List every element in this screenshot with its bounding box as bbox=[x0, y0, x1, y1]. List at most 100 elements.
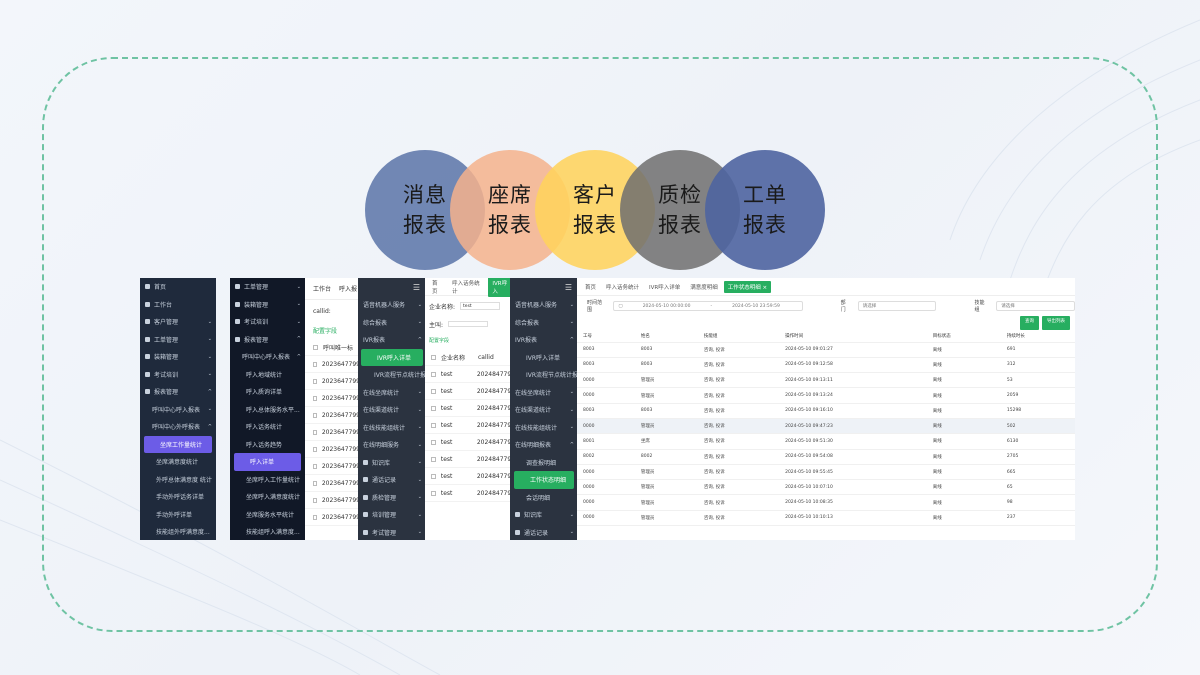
sidebar-item[interactable]: 坐席服务水平统计 bbox=[230, 506, 305, 524]
sidebar-item[interactable]: 呼入质询详单 bbox=[230, 383, 305, 401]
tab-home[interactable]: 首页 bbox=[432, 280, 438, 295]
sidebar-item[interactable]: 手动外呼详单 bbox=[140, 506, 216, 524]
row-checkbox[interactable] bbox=[313, 446, 317, 452]
sidebar-item[interactable]: 坐席满意度统计 bbox=[140, 453, 216, 471]
sidebar-item[interactable]: 装箱管理⌄ bbox=[230, 296, 305, 314]
query-button[interactable]: 查询 bbox=[1020, 316, 1039, 330]
config-fields-link[interactable]: 配置字段 bbox=[429, 338, 450, 344]
sidebar-item[interactable]: 呼入详单 bbox=[234, 453, 301, 471]
sidebar-item[interactable]: IVR呼入详单 bbox=[361, 348, 423, 366]
sidebar-item[interactable]: 技能组外呼满意度... bbox=[140, 523, 216, 540]
tab-ivr-inbound[interactable]: IVR呼入 bbox=[488, 278, 515, 297]
sidebar-item[interactable]: IVR报表^ bbox=[358, 331, 426, 349]
row-checkbox[interactable] bbox=[431, 371, 436, 377]
row-checkbox[interactable] bbox=[313, 497, 317, 503]
sidebar-item[interactable]: 外呼总体满意度 统计 bbox=[140, 471, 216, 489]
sidebar-item[interactable]: 工单管理⌄ bbox=[230, 278, 305, 296]
table-row[interactable]: 2023647799 bbox=[305, 492, 360, 509]
table-row[interactable]: 2023647799 bbox=[305, 407, 360, 424]
row-checkbox[interactable] bbox=[431, 473, 436, 479]
sidebar-item[interactable]: 工单管理⌄ bbox=[140, 331, 216, 349]
row-checkbox[interactable] bbox=[313, 463, 317, 469]
sidebar-item[interactable]: 语音机器人服务⌄ bbox=[510, 296, 578, 314]
export-button[interactable]: 导出列表 bbox=[1042, 316, 1070, 330]
table-row[interactable]: 2023647799 bbox=[305, 458, 360, 475]
row-checkbox[interactable] bbox=[313, 378, 317, 384]
sidebar-item[interactable]: 在线明细报表^ bbox=[510, 436, 578, 454]
sidebar-item[interactable]: IVR流程节点统计报 bbox=[358, 366, 426, 384]
sidebar-item[interactable]: 在线明细服务⌄ bbox=[358, 436, 426, 454]
sidebar-item[interactable]: 在线技能组统计⌄ bbox=[510, 419, 578, 437]
table-row[interactable]: 2023647799 bbox=[305, 390, 360, 407]
sidebar-item[interactable]: 在线渠道统计⌄ bbox=[358, 401, 426, 419]
caller-input[interactable] bbox=[448, 321, 489, 327]
menu-toggle[interactable]: ☰ bbox=[358, 278, 426, 296]
sidebar-item[interactable]: 坐席工作量统计 bbox=[144, 435, 212, 453]
row-checkbox[interactable] bbox=[313, 361, 317, 367]
sidebar-item[interactable]: 在线渠道统计⌄ bbox=[510, 401, 578, 419]
sidebar-item[interactable]: 呼入话务统计 bbox=[230, 418, 305, 436]
sidebar-item[interactable]: 通话记录⌄ bbox=[510, 524, 578, 541]
sidebar-item[interactable]: 技能组呼入满意度... bbox=[230, 523, 305, 540]
sidebar-item[interactable]: IVR报表^ bbox=[510, 331, 578, 349]
hamburger-icon[interactable]: ☰ bbox=[564, 282, 572, 292]
tab-item[interactable]: 首页 bbox=[585, 284, 597, 291]
sidebar-item[interactable]: 综合报表⌄ bbox=[510, 314, 578, 332]
select-all-checkbox[interactable] bbox=[313, 344, 318, 350]
table-row[interactable]: 2023647799 bbox=[305, 373, 360, 390]
row-checkbox[interactable] bbox=[431, 456, 436, 462]
sidebar-item[interactable]: 首页 bbox=[140, 278, 216, 296]
sidebar-item[interactable]: 呼入地域统计 bbox=[230, 366, 305, 384]
table-row[interactable]: 2023647799 bbox=[305, 441, 360, 458]
tab-inbound-report[interactable]: 呼入报 bbox=[339, 286, 358, 293]
sidebar-item[interactable]: 知识库⌄ bbox=[510, 506, 578, 524]
row-checkbox[interactable] bbox=[431, 439, 436, 445]
tab-item[interactable]: 工作状态明细 × bbox=[723, 280, 772, 293]
select-all-checkbox[interactable] bbox=[431, 354, 436, 360]
sidebar-item[interactable]: 呼叫中心呼入报表^ bbox=[230, 348, 305, 366]
row-checkbox[interactable] bbox=[431, 490, 436, 496]
time-range-input[interactable]: ▢ 2024-05-10 00:00:00 - 2024-05-10 23:59… bbox=[613, 301, 803, 311]
sidebar-item[interactable]: 装箱管理⌄ bbox=[140, 348, 216, 366]
sidebar-item[interactable]: 报表管理^ bbox=[230, 331, 305, 349]
tab-inbound-stats[interactable]: 呼入话务统计 bbox=[452, 280, 480, 295]
sidebar-item[interactable]: 呼叫中心呼入报表⌄ bbox=[140, 401, 216, 419]
sidebar-item[interactable]: 工作状态明细 bbox=[514, 471, 574, 489]
sidebar-item[interactable]: 综合报表⌄ bbox=[358, 314, 426, 332]
table-row[interactable]: 2023647799 bbox=[305, 475, 360, 492]
sidebar-item[interactable]: 手动外呼话务详单 bbox=[140, 488, 216, 506]
sidebar-item[interactable]: 会话明细 bbox=[510, 489, 578, 507]
sidebar-item[interactable]: 坐席呼入满意度统计 bbox=[230, 488, 305, 506]
sidebar-item[interactable]: 在线技能组统计⌄ bbox=[358, 419, 426, 437]
sidebar-item[interactable]: 呼叫中心外呼报表^ bbox=[140, 418, 216, 436]
sidebar-item[interactable]: 通话记录⌄ bbox=[358, 471, 426, 489]
table-row[interactable]: 2023647799 bbox=[305, 356, 360, 373]
tab-item[interactable]: 满意度明细 bbox=[690, 284, 718, 291]
sidebar-item[interactable]: 考试培训⌄ bbox=[230, 313, 305, 331]
sidebar-item[interactable]: 考试培训⌄ bbox=[140, 366, 216, 384]
tab-item[interactable]: IVR呼入详单 bbox=[649, 284, 681, 291]
sidebar-item[interactable]: 在线坐席统计⌄ bbox=[358, 384, 426, 402]
row-checkbox[interactable] bbox=[431, 422, 436, 428]
menu-toggle[interactable]: ☰ bbox=[510, 278, 578, 296]
row-checkbox[interactable] bbox=[313, 429, 317, 435]
sidebar-item[interactable]: 报表管理^ bbox=[140, 383, 216, 401]
row-checkbox[interactable] bbox=[313, 412, 317, 418]
config-fields-link[interactable]: 配置字段 bbox=[313, 328, 338, 335]
row-checkbox[interactable] bbox=[431, 405, 436, 411]
